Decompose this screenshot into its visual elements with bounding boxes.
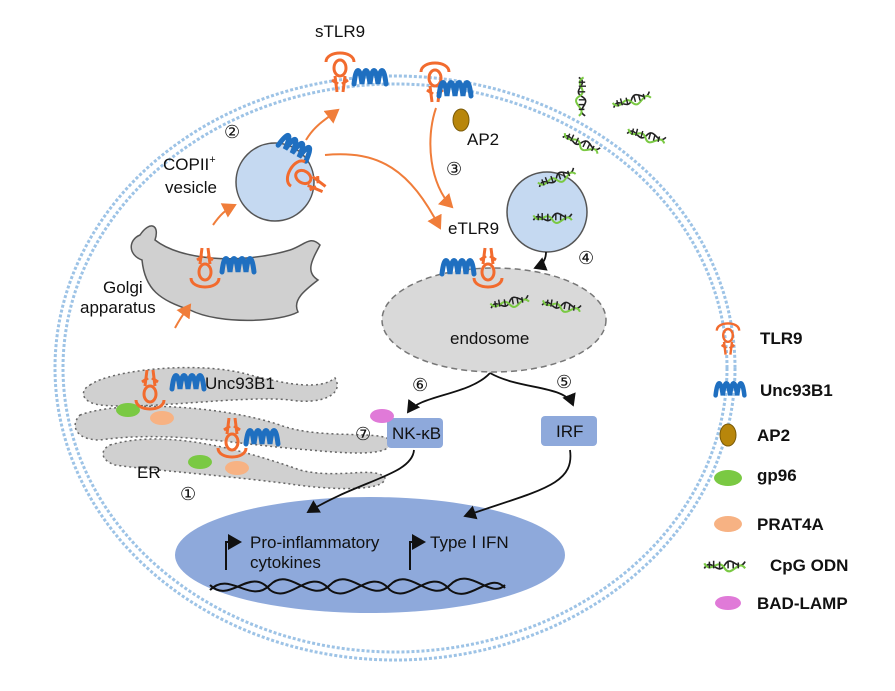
prat4a-er-2: [225, 461, 249, 475]
prat4a-er-1: [150, 411, 174, 425]
legend-label: PRAT4A: [757, 515, 824, 534]
gp96-er-1: [116, 403, 140, 417]
cpg-odn-3: [560, 129, 602, 158]
legend-label: AP2: [757, 426, 790, 445]
copii-label: COPII+: [163, 154, 216, 174]
er: ER Unc93B1 ①: [74, 366, 392, 504]
legend: TLR9 Unc93B1 AP2 gp96 PRAT4A CpG ODN BAD…: [703, 322, 848, 613]
ap2-icon: [719, 423, 737, 447]
promoter-arrow-1: [225, 534, 242, 570]
step-5: ⑤: [556, 372, 572, 392]
legend-label: TLR9: [760, 329, 803, 348]
proinflammatory-label-2: cytokines: [250, 553, 321, 572]
step-7: ⑦: [355, 424, 371, 444]
irf-label: IRF: [556, 422, 583, 441]
promoter-arrow-2: [409, 534, 426, 570]
nucleus: Pro-inflammatory cytokines Type Ⅰ IFN: [175, 497, 565, 613]
step-4: ④: [578, 248, 594, 268]
golgi-apparatus: Golgi apparatus: [80, 225, 321, 322]
step-3: ③: [446, 159, 462, 179]
legend-item-prat4a: PRAT4A: [714, 515, 824, 534]
surface-tlr9: sTLR9 AP2 ③: [315, 22, 499, 179]
unc93b1-icon: [716, 383, 745, 395]
extracellular-cpg: [560, 76, 668, 158]
copii-vesicle: COPII+ vesicle ②: [163, 122, 333, 222]
irf-box: [541, 416, 597, 446]
trafficking-arrows: [174, 107, 454, 329]
legend-item-tlr9: TLR9: [715, 322, 803, 356]
endosome: eTLR9 endosome: [381, 219, 607, 373]
prat4a-icon: [714, 516, 742, 532]
cpg-odn-4: [625, 125, 668, 148]
golgi-label-1: Golgi: [103, 278, 143, 297]
golgi-label-2: apparatus: [80, 298, 156, 317]
cpg-odn-1: [575, 76, 588, 117]
step-6: ⑥: [412, 375, 428, 395]
legend-label: CpG ODN: [770, 556, 848, 575]
vesicle-label: vesicle: [165, 178, 217, 197]
er-label: ER: [137, 463, 161, 482]
endocytic-vesicle: ④: [506, 166, 594, 271]
legend-item-cpg-odn: CpG ODN: [703, 556, 848, 575]
legend-label: gp96: [757, 466, 797, 485]
bad-lamp-icon: [715, 596, 741, 610]
ap2-protein: [452, 108, 470, 132]
legend-item-ap2: AP2: [719, 423, 790, 447]
ap2-label: AP2: [467, 130, 499, 149]
nfkb-box: [387, 418, 443, 448]
endosome-label: endosome: [450, 329, 529, 348]
legend-label: BAD-LAMP: [757, 594, 848, 613]
gp96-icon: [714, 470, 742, 486]
unc93b1-surface-1: [354, 71, 386, 85]
signaling: ⑥ ⑤ NK-κB ⑦ IRF: [306, 372, 597, 520]
bad-lamp-protein: [370, 409, 394, 423]
legend-label: Unc93B1: [760, 381, 833, 400]
tlr9-icon: [715, 322, 741, 356]
ifn-label: Type Ⅰ IFN: [430, 533, 509, 552]
legend-item-gp96: gp96: [714, 466, 797, 486]
cpg-odn-2: [610, 89, 653, 112]
unc93b1-surface-2: [439, 83, 471, 97]
step-2: ②: [224, 122, 240, 142]
cpg-odn-icon: [703, 559, 747, 573]
cell-membrane: [53, 74, 737, 662]
legend-item-bad-lamp: BAD-LAMP: [715, 594, 848, 613]
unc93b1-label: Unc93B1: [205, 374, 275, 393]
proinflammatory-label-1: Pro-inflammatory: [250, 533, 380, 552]
step-1: ①: [180, 484, 196, 504]
nfkb-label: NK-κB: [392, 424, 441, 443]
gp96-er-2: [188, 455, 212, 469]
stlr9-label: sTLR9: [315, 22, 365, 41]
etlr9-label: eTLR9: [448, 219, 499, 238]
legend-item-unc93b1: Unc93B1: [716, 381, 833, 400]
